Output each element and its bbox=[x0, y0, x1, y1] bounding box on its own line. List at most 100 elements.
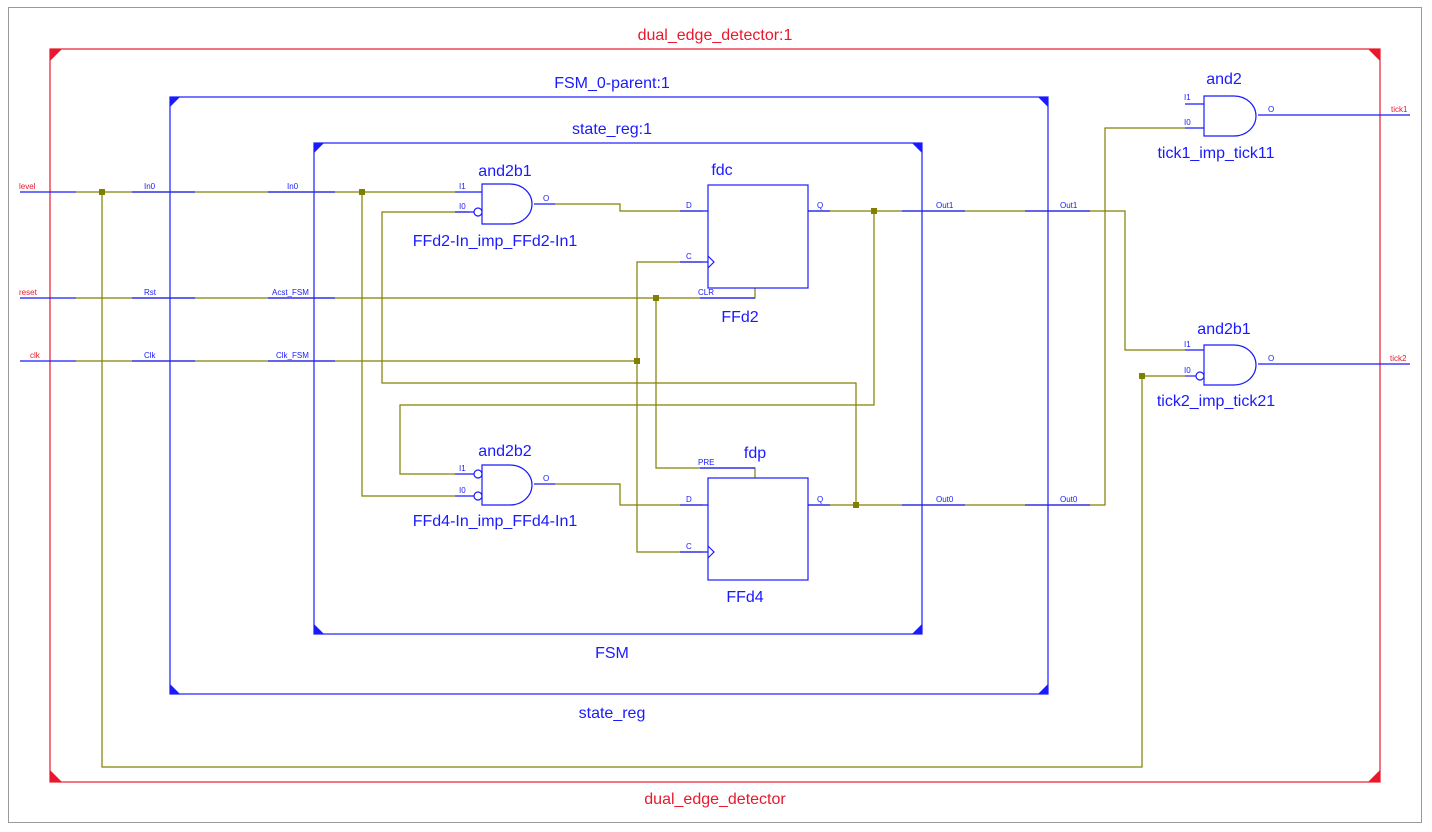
corner-marker bbox=[50, 770, 62, 782]
junctions bbox=[99, 189, 1145, 508]
flipflop-body bbox=[707, 477, 809, 581]
pin-i1: I1 bbox=[459, 182, 466, 191]
and-gate-body bbox=[481, 183, 533, 225]
port-reset[interactable]: reset bbox=[19, 288, 38, 297]
corner-marker bbox=[314, 143, 324, 153]
corner-marker bbox=[1038, 97, 1048, 107]
pin-stubs bbox=[20, 103, 1410, 553]
fsm-parent-box[interactable] bbox=[169, 96, 1049, 695]
and-gate-body bbox=[481, 464, 533, 506]
gate-instance: FFd2-In_imp_FFd2-In1 bbox=[413, 233, 578, 250]
gate-type: and2b2 bbox=[478, 443, 531, 460]
gate-and2b2-ffd4[interactable]: and2b2 FFd4-In_imp_FFd4-In1 I1 I0 O bbox=[413, 443, 578, 530]
port-tick1[interactable]: tick1 bbox=[1391, 105, 1408, 114]
port-clk[interactable]: clk bbox=[30, 351, 41, 360]
pin-c: C bbox=[686, 252, 692, 261]
pin-d: D bbox=[686, 495, 692, 504]
and-gate-body bbox=[1203, 95, 1257, 137]
flipflop-instance: FFd4 bbox=[726, 589, 763, 606]
canvas-frame bbox=[8, 7, 1422, 823]
wires bbox=[76, 127, 1185, 768]
gate-type: and2b1 bbox=[478, 163, 531, 180]
corner-marker bbox=[50, 49, 62, 61]
inner-pin-in0: In0 bbox=[287, 182, 299, 191]
pin-i1: I1 bbox=[1184, 93, 1191, 102]
inner-pin-clk: Clk_FSM bbox=[276, 351, 309, 360]
flipflop-fdc-ffd2[interactable]: fdc FFd2 D C Q CLR bbox=[686, 162, 823, 326]
corner-marker bbox=[170, 684, 180, 694]
wire-out0 bbox=[808, 127, 1185, 506]
parent-pin-out1: Out1 bbox=[1060, 201, 1078, 210]
pin-i0: I0 bbox=[1184, 366, 1191, 375]
clock-triangle bbox=[707, 545, 715, 559]
inverter-bubble bbox=[473, 491, 483, 501]
pin-pre: PRE bbox=[698, 458, 714, 467]
wire-out1-feedback bbox=[399, 211, 875, 475]
flipflop-body bbox=[707, 184, 809, 289]
corner-marker bbox=[1368, 770, 1380, 782]
inverter-bubble bbox=[473, 469, 483, 479]
gate-instance: tick1_imp_tick11 bbox=[1157, 145, 1274, 162]
gate-instance: tick2_imp_tick21 bbox=[1157, 393, 1275, 410]
parent-pin-in0: In0 bbox=[144, 182, 156, 191]
pin-q: Q bbox=[817, 495, 823, 504]
wire-out1 bbox=[808, 210, 1185, 351]
flipflop-fdp-ffd4[interactable]: fdp FFd4 D C Q PRE bbox=[686, 445, 823, 606]
gate-and2b1-ffd2[interactable]: and2b1 FFd2-In_imp_FFd2-In1 I1 I0 O bbox=[413, 163, 578, 250]
pin-o: O bbox=[1268, 354, 1274, 363]
wire-clk-fdc bbox=[636, 261, 703, 361]
gate-and2-tick1[interactable]: and2 tick1_imp_tick11 I1 I0 O bbox=[1157, 71, 1274, 162]
port-tick2[interactable]: tick2 bbox=[1390, 354, 1407, 363]
pin-d: D bbox=[686, 201, 692, 210]
flipflop-type: fdp bbox=[744, 445, 766, 462]
corner-marker bbox=[1368, 49, 1380, 61]
fsm-parent-label: state_reg bbox=[579, 705, 646, 722]
wire-level-branch-top bbox=[101, 192, 1185, 768]
flipflop-type: fdc bbox=[711, 162, 732, 179]
pin-o: O bbox=[543, 474, 549, 483]
pin-i1: I1 bbox=[1184, 340, 1191, 349]
gate-type: and2b1 bbox=[1197, 321, 1250, 338]
inverter-bubble bbox=[1195, 371, 1205, 381]
corner-marker bbox=[170, 97, 180, 107]
wire-clk-fdp bbox=[636, 361, 703, 553]
state-reg-box[interactable] bbox=[313, 142, 923, 635]
pin-i0: I0 bbox=[459, 486, 466, 495]
corner-marker bbox=[314, 624, 324, 634]
dual-edge-detector-box[interactable] bbox=[49, 48, 1381, 783]
pin-o: O bbox=[543, 194, 549, 203]
wire-g1-i0 bbox=[381, 211, 857, 505]
fsm-parent-title: FSM_0-parent:1 bbox=[554, 75, 670, 92]
gate-type: and2 bbox=[1206, 71, 1242, 88]
pin-c: C bbox=[686, 542, 692, 551]
corner-marker bbox=[912, 143, 922, 153]
pin-i1: I1 bbox=[459, 464, 466, 473]
top-module-title: dual_edge_detector:1 bbox=[638, 27, 793, 44]
parent-pin-clk: Clk bbox=[144, 351, 157, 360]
and-gate-body bbox=[1203, 344, 1257, 386]
port-level[interactable]: level bbox=[19, 182, 36, 191]
pin-i0: I0 bbox=[1184, 118, 1191, 127]
wire-in0-to-and2b2 bbox=[361, 192, 455, 497]
pin-i0: I0 bbox=[459, 202, 466, 211]
parent-pin-rst: Rst bbox=[144, 288, 157, 297]
inner-pin-out1: Out1 bbox=[936, 201, 954, 210]
pin-q: Q bbox=[817, 201, 823, 210]
wire-g2-out bbox=[555, 483, 703, 506]
pin-clr: CLR bbox=[698, 288, 714, 297]
corner-marker bbox=[1038, 684, 1048, 694]
state-reg-title: state_reg:1 bbox=[572, 121, 652, 138]
flipflop-instance: FFd2 bbox=[721, 309, 758, 326]
inner-pin-out0: Out0 bbox=[936, 495, 954, 504]
wire-g1-out bbox=[555, 203, 703, 212]
pin-o: O bbox=[1268, 105, 1274, 114]
parent-pin-out0: Out0 bbox=[1060, 495, 1078, 504]
inner-pin-acst: Acst_FSM bbox=[272, 288, 309, 297]
gate-instance: FFd4-In_imp_FFd4-In1 bbox=[413, 513, 578, 530]
top-module-label: dual_edge_detector bbox=[644, 791, 786, 808]
gate-and2b1-tick2[interactable]: and2b1 tick2_imp_tick21 I1 I0 O bbox=[1157, 321, 1275, 410]
clock-triangle bbox=[707, 255, 715, 269]
corner-marker bbox=[912, 624, 922, 634]
inverter-bubble bbox=[473, 207, 483, 217]
